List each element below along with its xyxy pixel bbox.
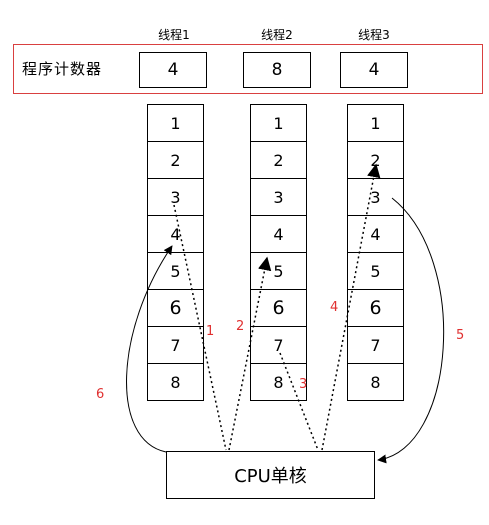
instruction-cell: 8: [148, 363, 203, 401]
step-2-label: 2: [236, 319, 245, 334]
instruction-cell: 6: [348, 289, 403, 326]
instruction-cell: 3: [148, 178, 203, 215]
instruction-cell: 2: [251, 141, 306, 178]
instruction-cell: 7: [251, 326, 306, 363]
instruction-cell: 3: [348, 178, 403, 215]
instruction-cell: 1: [148, 104, 203, 141]
step-1-arrow: [173, 204, 227, 451]
program-counter-row: [13, 44, 483, 94]
instruction-cell: 7: [148, 326, 203, 363]
instruction-cell: 7: [348, 326, 403, 363]
thread-3-instruction-stack: 1 2 3 4 5 6 7 8: [347, 104, 404, 401]
thread-1-label: 线程1: [158, 28, 190, 42]
instruction-cell: 5: [348, 252, 403, 289]
thread-2-instruction-stack: 1 2 3 4 5 6 7 8: [250, 104, 307, 401]
instruction-cell: 8: [348, 363, 403, 401]
step-4-label: 4: [330, 300, 339, 315]
instruction-cell: 1: [251, 104, 306, 141]
thread-1-pc-value: 4: [139, 52, 207, 88]
thread-2-pc-value: 8: [243, 52, 311, 88]
cpu-single-core-box: CPU单核: [166, 451, 375, 499]
instruction-cell: 6: [148, 289, 203, 326]
instruction-cell: 1: [348, 104, 403, 141]
instruction-cell: 6: [251, 289, 306, 326]
instruction-cell: 2: [148, 141, 203, 178]
step-6-label: 6: [96, 387, 105, 402]
thread-3-label: 线程3: [358, 28, 390, 42]
step-3-arrow: [279, 352, 319, 451]
instruction-cell: 4: [148, 215, 203, 252]
step-2-arrow: [228, 256, 272, 451]
step-1-label: 1: [206, 324, 215, 339]
thread-3-pc-value: 4: [340, 52, 408, 88]
instruction-cell: 8: [251, 363, 306, 401]
thread-2-label: 线程2: [261, 28, 293, 42]
program-counter-label: 程序计数器: [22, 60, 103, 78]
instruction-cell: 4: [348, 215, 403, 252]
step-4-arrow: [321, 163, 381, 451]
step-5-label: 5: [456, 328, 465, 343]
step-3-label: 3: [299, 377, 308, 392]
step-5-arrow: [377, 197, 445, 464]
step-6-arrow: [126, 245, 173, 453]
instruction-cell: 3: [251, 178, 306, 215]
instruction-cell: 4: [251, 215, 306, 252]
